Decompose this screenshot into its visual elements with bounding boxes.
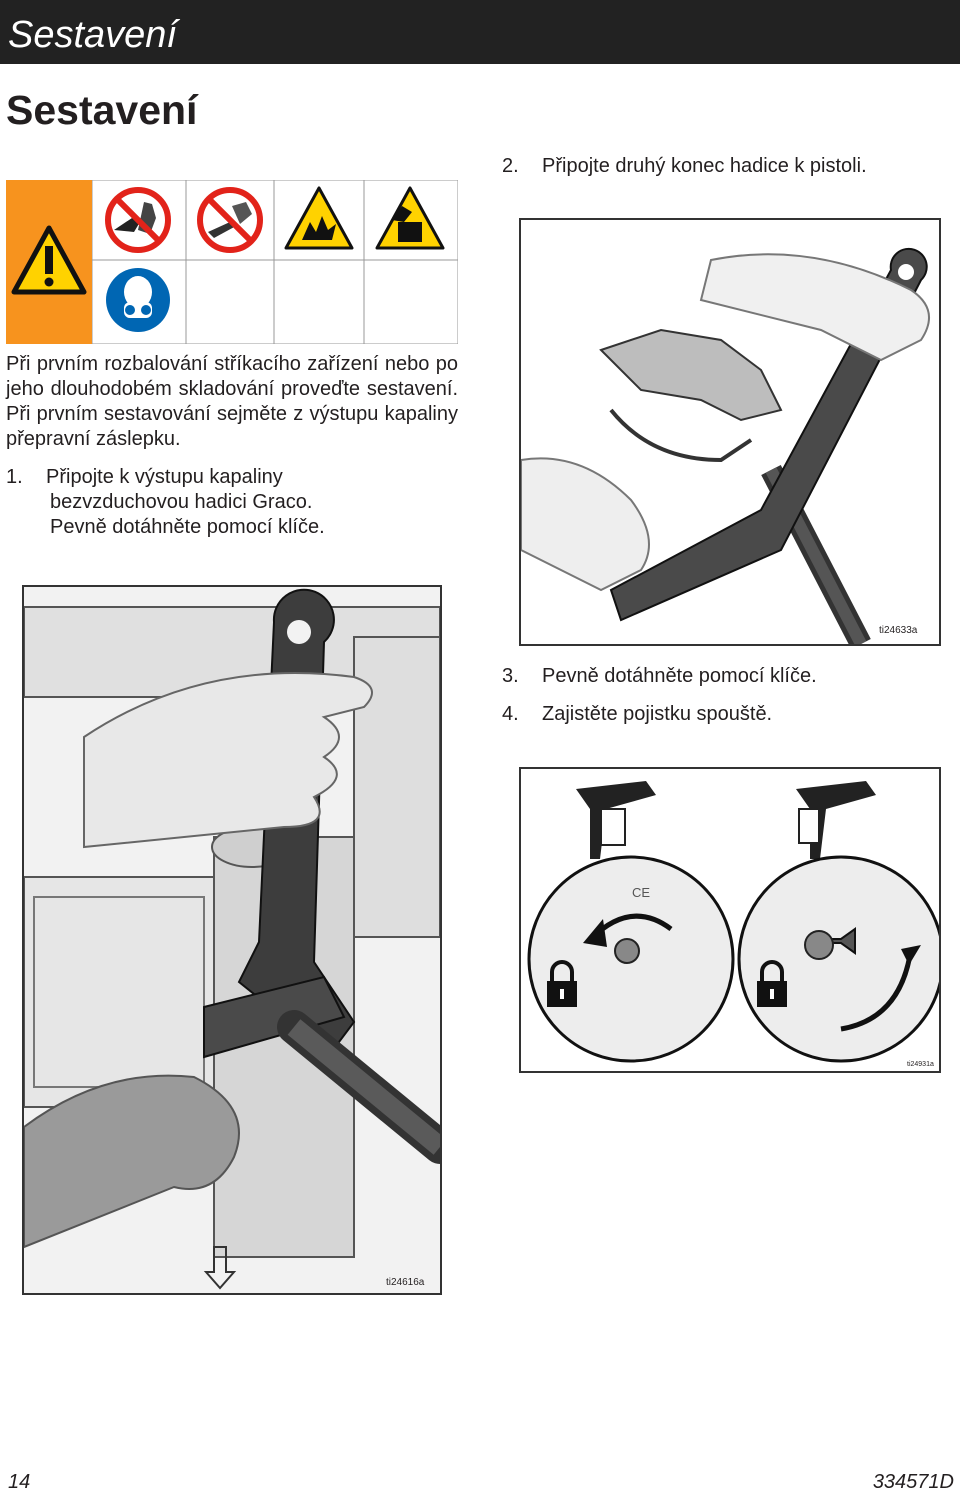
padlock-icon	[547, 960, 577, 1007]
page-number: 14	[8, 1471, 31, 1493]
step-1-line-2: bezvzduchovou hadici Graco.	[50, 491, 313, 513]
ce-mark: CE	[632, 885, 651, 900]
header-title: Sestavení	[8, 14, 177, 56]
spray-gun-unlocked	[576, 781, 656, 859]
lock-arrow	[840, 948, 914, 1032]
figure-2-id: ti24633a	[879, 625, 918, 636]
step-3-number: 3.	[502, 665, 519, 687]
figure-trigger-lock: CE ti24931a	[519, 767, 941, 1073]
step-4-text: Zajistěte pojistku spouště.	[542, 703, 773, 725]
intro-paragraph: Při prvním rozbalování stříkacího zaříze…	[6, 353, 458, 450]
figure-3-id: ti24931a	[907, 1061, 934, 1068]
page-heading: Sestavení	[6, 87, 198, 133]
step-1-line-3: Pevně dotáhněte pomocí klíče.	[50, 516, 325, 538]
figure-gun-hose-wrench: ti24633a	[519, 218, 941, 646]
moving-parts-hazard-icon	[375, 186, 445, 250]
explosion-hazard-icon	[284, 186, 354, 250]
step-2-number: 2.	[502, 155, 519, 177]
no-hand-injection-icon	[105, 187, 171, 253]
step-4: 4. Zajistěte pojistku spouště.	[502, 702, 772, 727]
step-1-line-1: Připojte k výstupu kapaliny	[46, 466, 283, 488]
step-1: 1. Připojte k výstupu kapaliny bezvzducho…	[6, 465, 458, 540]
step-3: 3. Pevně dotáhněte pomocí klíče.	[502, 664, 817, 689]
spray-gun-locked	[796, 781, 876, 859]
step-2-text: Připojte druhý konec hadice k pistoli.	[542, 155, 867, 177]
figure-1-id: ti24616a	[386, 1277, 425, 1288]
step-4-number: 4.	[502, 703, 519, 725]
document-number: 334571D	[872, 1471, 954, 1493]
padlock-icon	[757, 960, 787, 1007]
header-bar	[0, 0, 960, 64]
warning-box	[5, 179, 459, 345]
step-3-text: Pevně dotáhněte pomocí klíče.	[542, 665, 817, 687]
no-hand-near-tip-icon	[197, 187, 263, 253]
respirator-required-icon	[106, 268, 170, 332]
step-2: 2. Připojte druhý konec hadice k pistoli.	[502, 154, 867, 179]
figure-pump-outlet-wrench: ti24616a	[22, 585, 442, 1295]
step-1-number: 1.	[6, 466, 23, 488]
warning-triangle-icon	[6, 180, 92, 344]
